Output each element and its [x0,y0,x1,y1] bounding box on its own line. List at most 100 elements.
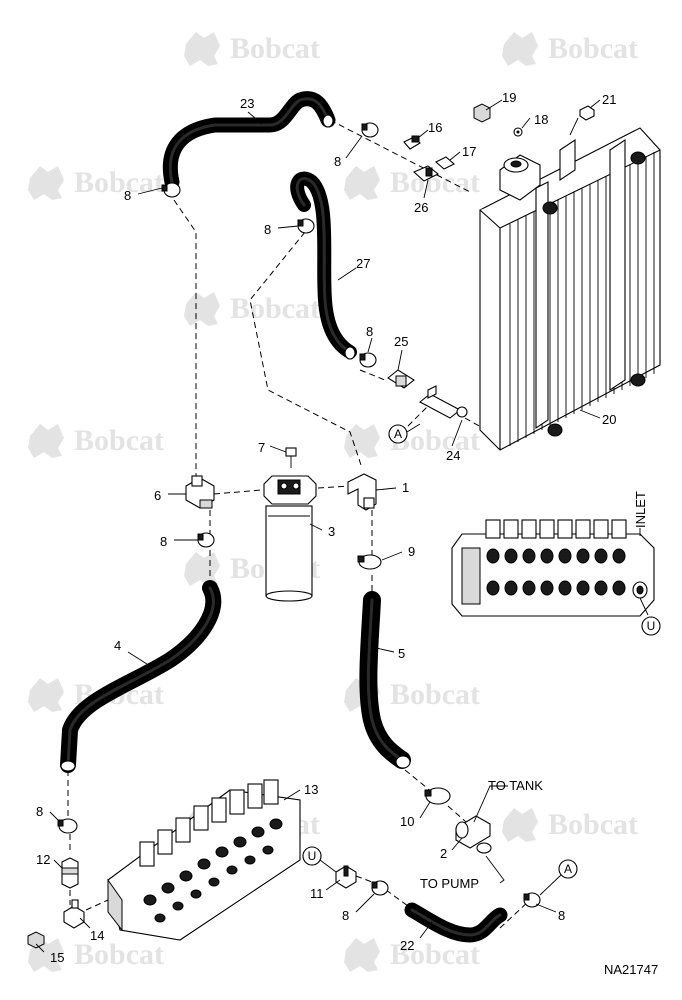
clamp-8-f [57,818,78,834]
callout-20: 20 [602,412,616,427]
watermark-text: Bobcat [230,292,320,325]
watermark-text: Bobcat [74,424,164,457]
callout-25: 25 [394,334,408,349]
tee-6 [185,475,215,509]
inlet-label: INLET [633,491,648,528]
watermark-3: Bobcat [28,166,164,200]
watermark-text: Bobcat [74,938,164,971]
washer-18 [513,127,523,137]
connector-a-top: A [388,423,421,444]
valve-spools [139,779,279,867]
watermark-text: Bobcat [390,678,480,711]
nut-19 [473,103,491,123]
filter-3 [263,475,317,602]
callout-13: 13 [304,782,318,797]
watermark-1: Bobcat [184,32,320,66]
hose-4 [60,580,222,773]
clamp-10 [424,787,451,805]
callout-6: 6 [154,488,161,503]
callout-5: 5 [398,646,405,661]
hose-27 [290,171,357,360]
hose-23 [162,91,336,190]
fitting-12 [61,857,79,889]
callout-7: 7 [258,440,265,455]
callout-14: 14 [90,928,104,943]
callout-27: 27 [356,256,370,271]
fitting-26 [412,165,440,182]
callout-12: 12 [36,852,50,867]
callout-11: 11 [310,886,324,901]
watermark-2: Bobcat [502,32,638,66]
watermark-16: Bobcat [344,938,480,972]
callout-4: 4 [114,638,121,653]
watermark-8: Bobcat [344,424,480,458]
callout-8-d: 8 [366,324,373,339]
clamp-8-e [197,532,215,548]
watermark-4: Bobcat [344,166,480,200]
connector-u-label: U [647,619,656,633]
watermark-text: Bobcat [230,32,320,65]
hose-clamps [57,122,541,908]
callout-1: 1 [402,480,409,495]
to-pump-label: TO PUMP [420,876,479,891]
hose-22 [404,902,508,943]
connector-u-label: U [308,849,317,863]
callout-numbers: 1 2 3 4 5 6 7 8 8 8 8 8 8 8 8 9 10 11 12… [36,90,616,965]
bolt-21 [569,105,595,136]
callout-8-b: 8 [334,154,341,169]
fitting-17 [435,156,455,170]
callout-8-g: 8 [342,908,349,923]
callout-16: 16 [428,120,442,135]
clamp-8-b [361,122,379,138]
connector-a-bottom: A [539,859,578,896]
watermark-text: Bobcat [548,32,638,65]
fittings [27,103,595,949]
connector-a-label: A [564,862,572,876]
tee-14 [63,899,85,929]
tee-24 [419,385,468,419]
clamp-8-h [523,892,541,908]
callout-22: 22 [400,938,414,953]
valve-ports [143,818,283,923]
bolt-7 [285,447,297,468]
clamp-8-g [371,880,389,896]
callout-18: 18 [534,112,548,127]
watermark-layer: Bobcat Bobcat Bobcat Bobcat Bobcat Bobca… [28,32,638,972]
clamp-8-a [161,182,181,198]
drawing-number: NA21747 [604,962,658,977]
callout-10: 10 [400,814,414,829]
fitting-11 [335,865,357,889]
inset-ports [486,548,626,596]
clamp-9 [357,554,382,570]
callout-8-f: 8 [36,804,43,819]
connector-u-left: U [302,846,337,873]
callout-23: 23 [240,96,254,111]
callout-2: 2 [440,846,447,861]
cap-15 [27,931,45,949]
watermark-14: Bobcat [502,808,638,842]
connector-a-label: A [394,427,402,441]
callout-8-c: 8 [264,222,271,237]
clamp-8-d [359,352,377,368]
watermark-7: Bobcat [28,424,164,458]
callout-24: 24 [446,448,460,463]
hose-5 [359,591,411,769]
callout-8-e: 8 [160,534,167,549]
watermark-5: Bobcat [184,292,320,326]
valve-inset [451,519,655,617]
clamp-8-c [297,218,315,234]
fitting-16 [403,135,421,150]
inset-spools [485,519,627,539]
watermark-text: Bobcat [548,808,638,841]
watermark-text: Bobcat [74,166,164,199]
callout-9: 9 [408,544,415,559]
to-tank-label: TO TANK [488,778,543,793]
assembly-dashed-lines [67,119,531,929]
callout-21: 21 [602,92,616,107]
callout-26: 26 [414,200,428,215]
control-valve-13 [107,779,301,941]
callout-17: 17 [462,144,476,159]
callout-19: 19 [502,90,516,105]
